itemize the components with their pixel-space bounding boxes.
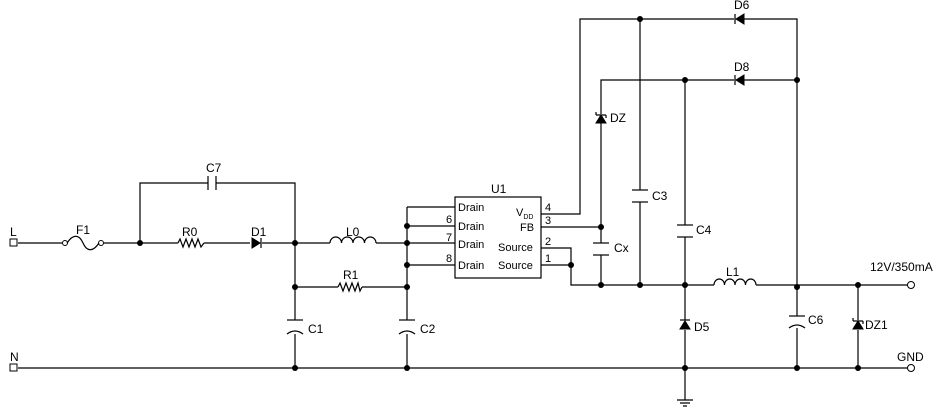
capacitor-c3	[632, 189, 648, 203]
pin-number-2: 2	[545, 236, 551, 248]
label-r0: R0	[182, 225, 198, 239]
diode-d1	[251, 237, 262, 249]
inductor-l0	[329, 236, 377, 244]
pin-number-7: 7	[446, 232, 452, 244]
label-d6: D6	[734, 0, 750, 12]
zener-dz1	[852, 318, 864, 330]
resistor-r0	[177, 237, 205, 249]
label-l1: L1	[726, 265, 740, 279]
capacitor-c1	[286, 319, 304, 335]
label-output: 12V/350mA	[870, 260, 933, 274]
label-c7: C7	[206, 161, 222, 175]
pin-number-6: 6	[446, 214, 452, 226]
label-d1: D1	[251, 225, 267, 239]
terminal-output	[907, 281, 915, 289]
diode-d5	[679, 319, 691, 330]
labels: L N 12V/350mA GND F1 R0 D1 C7 L0 R1 C1 C…	[10, 0, 933, 364]
ic-u1-body	[454, 196, 542, 279]
diode-d8	[734, 74, 745, 86]
label-dz1: DZ1	[865, 318, 888, 332]
label-c2: C2	[420, 322, 436, 336]
label-d5: D5	[694, 320, 710, 334]
label-d8: D8	[734, 60, 750, 74]
capacitor-c6	[788, 315, 806, 329]
fuse-f1	[62, 235, 104, 251]
label-n: N	[10, 350, 19, 364]
label-l: L	[10, 225, 17, 239]
label-c6: C6	[808, 313, 824, 327]
label-c1: C1	[308, 322, 324, 336]
terminal-gnd	[907, 364, 915, 372]
label-r1: R1	[343, 268, 359, 282]
ic-pin-drain-6: Drain	[458, 221, 484, 233]
resistor-r1	[337, 280, 363, 293]
pin-number-3: 3	[545, 215, 551, 227]
ic-pin-vdd: VDD	[516, 207, 533, 221]
pin-number-8: 8	[446, 253, 452, 265]
capacitor-c2	[398, 319, 416, 335]
capacitor-cx	[593, 242, 609, 256]
terminal-l	[9, 238, 18, 247]
ic-pin-source-1: Source	[498, 260, 533, 272]
ic-pin-fb: FB	[520, 222, 534, 234]
junctions	[137, 16, 861, 371]
label-u1: U1	[491, 182, 507, 196]
inductor-l1	[713, 278, 757, 286]
zener-dz	[595, 112, 607, 124]
label-f1: F1	[76, 223, 90, 237]
label-l0: L0	[346, 225, 360, 239]
pin-number-1: 1	[545, 253, 551, 265]
label-cx: Cx	[614, 241, 629, 255]
ic-pin-source-2: Source	[498, 242, 533, 254]
capacitor-c7	[207, 176, 217, 190]
pin-number-4: 4	[545, 202, 551, 214]
diode-d6	[734, 13, 745, 25]
label-c4: C4	[696, 223, 712, 237]
ic-pin-drain-top: Drain	[458, 202, 484, 214]
label-c3: C3	[652, 189, 668, 203]
ic-pin-drain-8: Drain	[458, 260, 484, 272]
label-dz: DZ	[610, 111, 626, 125]
ic-pin-drain-7: Drain	[458, 239, 484, 251]
ground-symbol	[677, 399, 693, 407]
terminal-symbols	[9, 238, 915, 372]
terminal-n	[9, 363, 18, 372]
label-gnd: GND	[897, 350, 924, 364]
capacitor-c4	[677, 224, 693, 238]
